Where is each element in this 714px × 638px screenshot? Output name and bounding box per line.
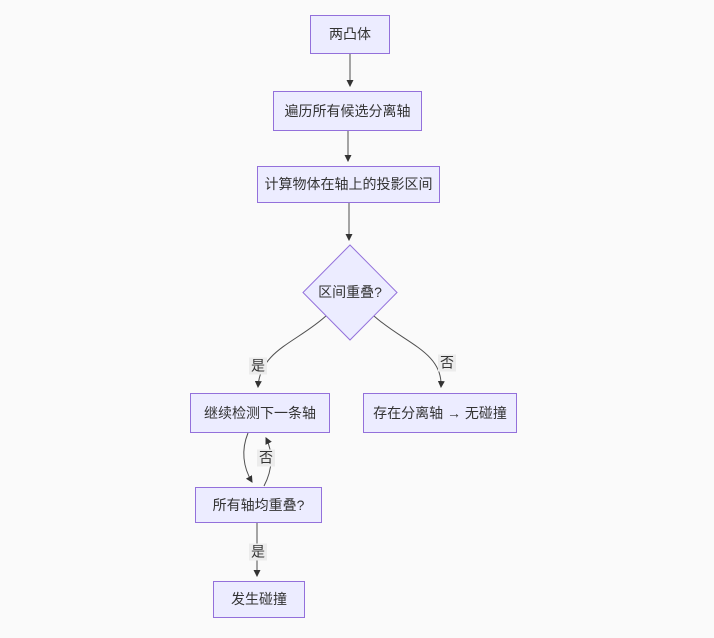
node-iterate-axes: 遍历所有候选分离轴 bbox=[273, 91, 422, 131]
edge-decision-yes-to-next-axis bbox=[254, 314, 328, 389]
node-next-axis-label: 继续检测下一条轴 bbox=[204, 404, 316, 421]
node-no-collision: 存在分离轴 → 无碰撞 bbox=[363, 393, 517, 433]
edge-label-overlap-no: 否 bbox=[438, 354, 456, 372]
node-all-axes-overlap: 所有轴均重叠? bbox=[195, 487, 322, 523]
node-project-intervals: 计算物体在轴上的投影区间 bbox=[257, 166, 440, 203]
node-next-axis: 继续检测下一条轴 bbox=[190, 393, 330, 433]
edge-next-axis-to-all-axes bbox=[243, 432, 253, 483]
edge-decision-no-to-no-collision bbox=[373, 315, 445, 389]
node-project-intervals-label: 计算物体在轴上的投影区间 bbox=[264, 176, 433, 193]
node-start: 两凸体 bbox=[310, 15, 390, 54]
node-all-axes-overlap-label: 所有轴均重叠? bbox=[212, 496, 305, 513]
node-collision-label: 发生碰撞 bbox=[231, 591, 287, 608]
edge-label-all-axes-no: 否 bbox=[257, 449, 275, 467]
node-collision: 发生碰撞 bbox=[213, 581, 305, 618]
edge-label-all-axes-yes: 是 bbox=[249, 543, 267, 561]
decision-diamond-overlap bbox=[302, 244, 398, 341]
node-iterate-axes-label: 遍历所有候选分离轴 bbox=[284, 102, 411, 119]
node-no-collision-label: 存在分离轴 → 无碰撞 bbox=[373, 404, 507, 421]
edge-label-overlap-yes: 是 bbox=[249, 357, 267, 375]
node-start-label: 两凸体 bbox=[329, 26, 371, 43]
